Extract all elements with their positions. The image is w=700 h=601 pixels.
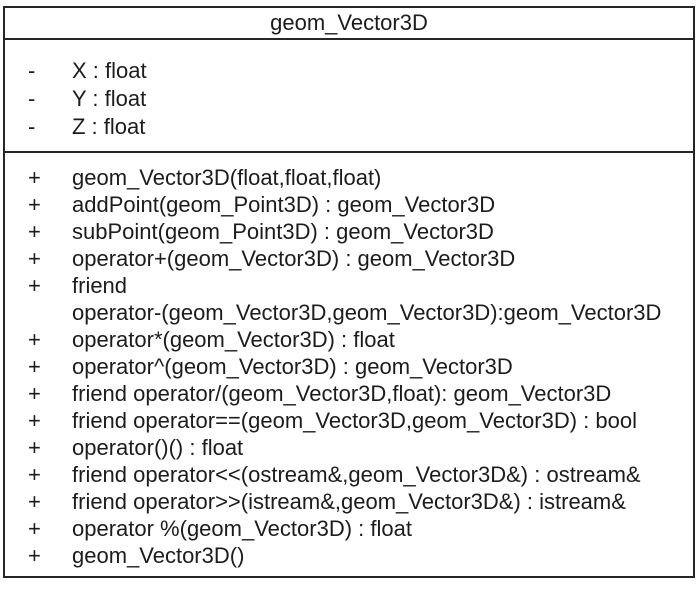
method-row: + addPoint(geom_Point3D) : geom_Vector3D bbox=[28, 191, 691, 218]
method-row: + geom_Vector3D(float,float,float) bbox=[28, 164, 691, 191]
attribute-row: - Z : float bbox=[28, 113, 687, 141]
method-row: + friend operator==(geom_Vector3D,geom_Ve… bbox=[28, 407, 691, 434]
visibility-marker: + bbox=[28, 516, 41, 541]
member-text: operator+(geom_Vector3D) : geom_Vector3D bbox=[72, 246, 516, 271]
member-text: operator %(geom_Vector3D) : float bbox=[72, 516, 412, 541]
visibility-marker: + bbox=[28, 165, 41, 190]
member-text: subPoint(geom_Point3D) : geom_Vector3D bbox=[72, 219, 494, 244]
visibility-marker: + bbox=[28, 354, 41, 379]
method-row: + operator*(geom_Vector3D) : float bbox=[28, 326, 691, 353]
visibility-marker: + bbox=[28, 543, 41, 568]
visibility-marker: + bbox=[28, 435, 41, 460]
method-row: + operator+(geom_Vector3D) : geom_Vector3… bbox=[28, 245, 691, 272]
uml-class-box: geom_Vector3D - X : float - Y : float - Z : f… bbox=[3, 6, 695, 578]
method-row: + friend operator/(geom_Vector3D,float): … bbox=[28, 380, 691, 407]
member-text: X : float bbox=[72, 58, 147, 83]
member-text: Y : float bbox=[72, 86, 147, 111]
member-text: operator^(geom_Vector3D) : geom_Vector3D bbox=[72, 354, 513, 379]
member-text: friend operator<<(ostream&,geom_Vector3D… bbox=[72, 462, 641, 487]
method-row: + friend operator>>(istream&,geom_Vector3… bbox=[28, 488, 691, 515]
visibility-marker: + bbox=[28, 219, 41, 244]
member-text: operator-(geom_Vector3D,geom_Vector3D):g… bbox=[72, 300, 662, 325]
visibility-marker: - bbox=[28, 86, 36, 111]
visibility-marker: + bbox=[28, 192, 41, 217]
member-text: friend operator/(geom_Vector3D,float): g… bbox=[72, 381, 612, 406]
visibility-marker: + bbox=[28, 273, 41, 298]
visibility-marker: - bbox=[28, 58, 36, 83]
method-row: + subPoint(geom_Point3D) : geom_Vector3D bbox=[28, 218, 691, 245]
visibility-marker bbox=[28, 299, 72, 326]
member-text: operator*(geom_Vector3D) : float bbox=[72, 327, 395, 352]
method-row: + friend bbox=[28, 272, 691, 299]
methods-compartment: + geom_Vector3D(float,float,float) + addPoi… bbox=[5, 153, 693, 577]
member-text: geom_Vector3D() bbox=[72, 543, 245, 568]
method-row: + operator()() : float bbox=[28, 434, 691, 461]
visibility-marker: + bbox=[28, 381, 41, 406]
member-text: friend operator==(geom_Vector3D,geom_Vec… bbox=[72, 408, 637, 433]
method-row: + geom_Vector3D() bbox=[28, 542, 691, 569]
class-name: geom_Vector3D bbox=[5, 8, 693, 40]
visibility-marker: + bbox=[28, 462, 41, 487]
member-text: geom_Vector3D(float,float,float) bbox=[72, 165, 382, 190]
method-row: + operator^(geom_Vector3D) : geom_Vector3… bbox=[28, 353, 691, 380]
attribute-row: - X : float bbox=[28, 57, 687, 85]
visibility-marker: + bbox=[28, 489, 41, 514]
attributes-compartment: - X : float - Y : float - Z : float bbox=[5, 40, 693, 153]
member-text: friend bbox=[72, 273, 128, 298]
visibility-marker: + bbox=[28, 327, 41, 352]
member-text: Z : float bbox=[72, 114, 146, 139]
visibility-marker: + bbox=[28, 246, 41, 271]
method-row: + friend operator<<(ostream&,geom_Vector3… bbox=[28, 461, 691, 488]
member-text: friend operator>>(istream&,geom_Vector3D… bbox=[72, 489, 626, 514]
method-row: + operator %(geom_Vector3D) : float bbox=[28, 515, 691, 542]
method-row: operator-(geom_Vector3D,geom_Vector3D):g… bbox=[28, 299, 691, 326]
visibility-marker: - bbox=[28, 114, 36, 139]
member-text: addPoint(geom_Point3D) : geom_Vector3D bbox=[72, 192, 496, 217]
attribute-row: - Y : float bbox=[28, 85, 687, 113]
member-text: operator()() : float bbox=[72, 435, 244, 460]
visibility-marker: + bbox=[28, 408, 41, 433]
